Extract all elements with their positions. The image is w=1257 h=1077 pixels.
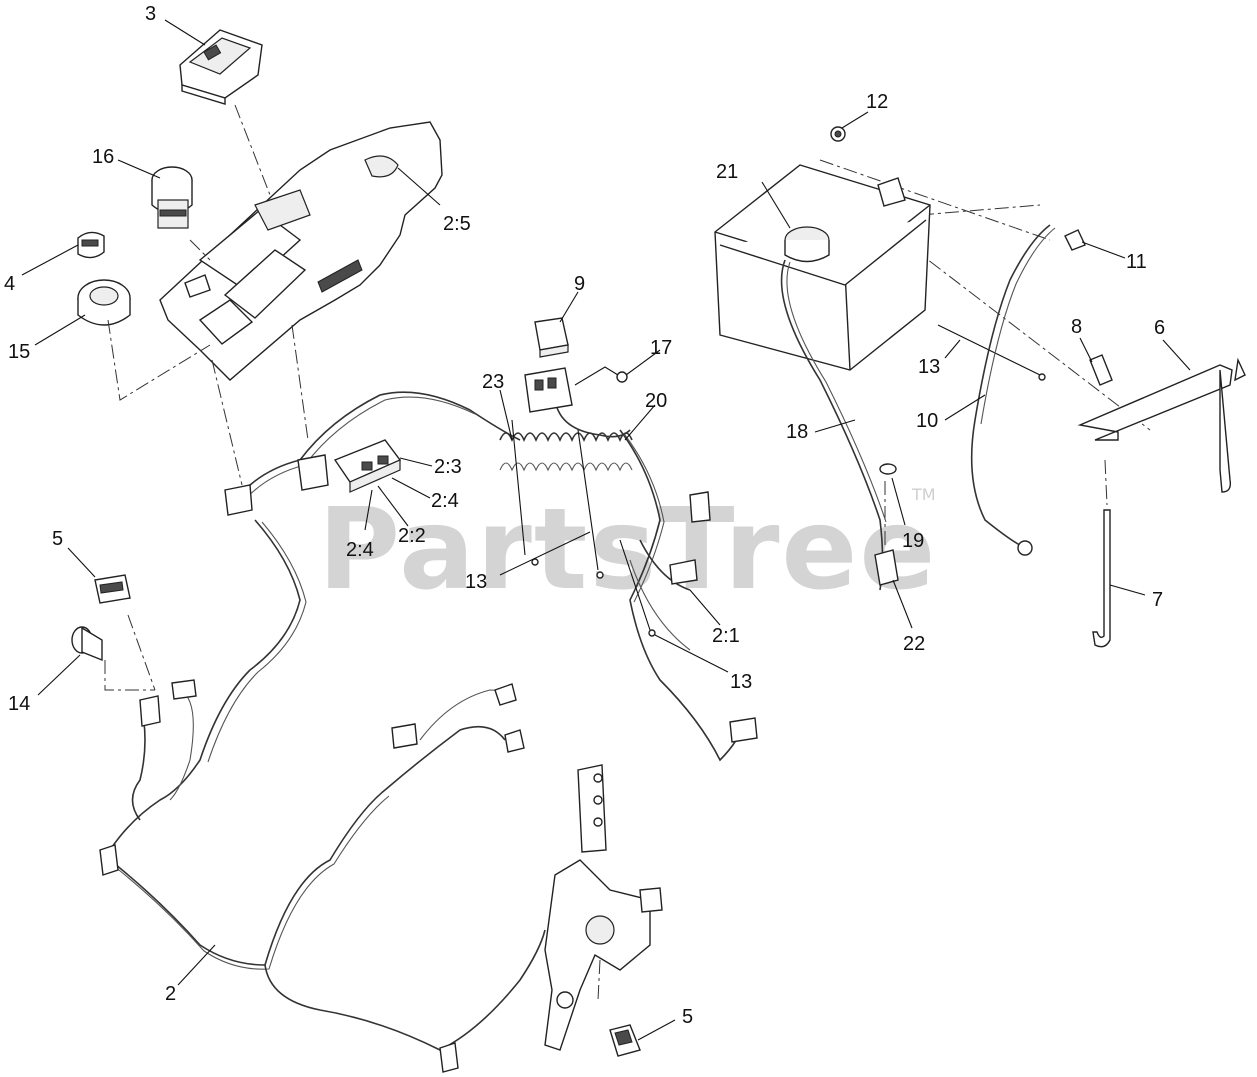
callout-2-4a: 2:4 (431, 490, 459, 512)
watermark: PartsTree (318, 485, 937, 615)
callout-19: 19 (902, 530, 924, 552)
callout-20: 20 (645, 390, 667, 412)
battery-bolt (1064, 229, 1086, 251)
callout-13-right: 13 (918, 356, 940, 378)
callout-2: 2 (165, 983, 176, 1005)
wing-clip (1089, 354, 1113, 386)
callout-12: 12 (866, 91, 888, 113)
control-panel (159, 121, 443, 381)
harness-connectors (99, 439, 758, 1073)
leader-lines (21, 19, 1191, 1041)
callout-11: 11 (1126, 251, 1147, 273)
key (77, 231, 105, 259)
battery (714, 164, 931, 371)
battery-nut (830, 126, 846, 142)
j-bolt (1092, 509, 1111, 648)
ignition-switch (151, 166, 193, 229)
callout-18: 18 (786, 421, 808, 443)
callout-9: 9 (574, 273, 585, 295)
callout-2-3: 2:3 (434, 456, 462, 478)
callout-14: 14 (8, 693, 30, 715)
washer (879, 463, 897, 475)
callout-13-lower: 13 (730, 671, 752, 693)
terminal-boot (874, 549, 899, 586)
hour-meter (179, 29, 263, 105)
callout-15: 15 (8, 341, 30, 363)
callout-8: 8 (1071, 316, 1082, 338)
interlock-switch-upper (94, 574, 131, 604)
brake-lever-assembly (544, 764, 663, 1051)
watermark-trademark: TM (911, 485, 936, 504)
callout-10: 10 (916, 410, 938, 432)
callout-labels: 3 16 2:5 4 15 5 14 2 5 9 17 23 20 2:3 2:… (4, 3, 1165, 1028)
callout-6: 6 (1154, 317, 1165, 339)
callout-3: 3 (145, 3, 156, 25)
hold-down-bracket (1077, 357, 1246, 493)
callout-22: 22 (903, 633, 925, 655)
callout-2-1: 2:1 (712, 625, 740, 647)
relay (534, 317, 569, 358)
callout-16: 16 (92, 146, 114, 168)
pto-switch (77, 279, 131, 326)
relay-socket (524, 367, 573, 413)
callout-2-5: 2:5 (443, 213, 471, 235)
battery-cable-negative (970, 224, 1056, 556)
callout-2-2: 2:2 (398, 525, 426, 547)
callout-21: 21 (716, 161, 738, 183)
callout-2-4b: 2:4 (346, 539, 374, 561)
brake-switch (609, 1024, 641, 1057)
battery-cable-positive (780, 259, 887, 591)
callout-23: 23 (482, 371, 504, 393)
callout-7: 7 (1152, 589, 1163, 611)
callout-17: 17 (650, 337, 672, 359)
callout-13-left: 13 (465, 571, 487, 593)
callout-5-lower: 5 (682, 1006, 693, 1028)
screw (574, 366, 628, 386)
seat-switch (71, 626, 103, 662)
callout-4: 4 (4, 273, 15, 295)
callout-5-upper: 5 (52, 528, 63, 550)
